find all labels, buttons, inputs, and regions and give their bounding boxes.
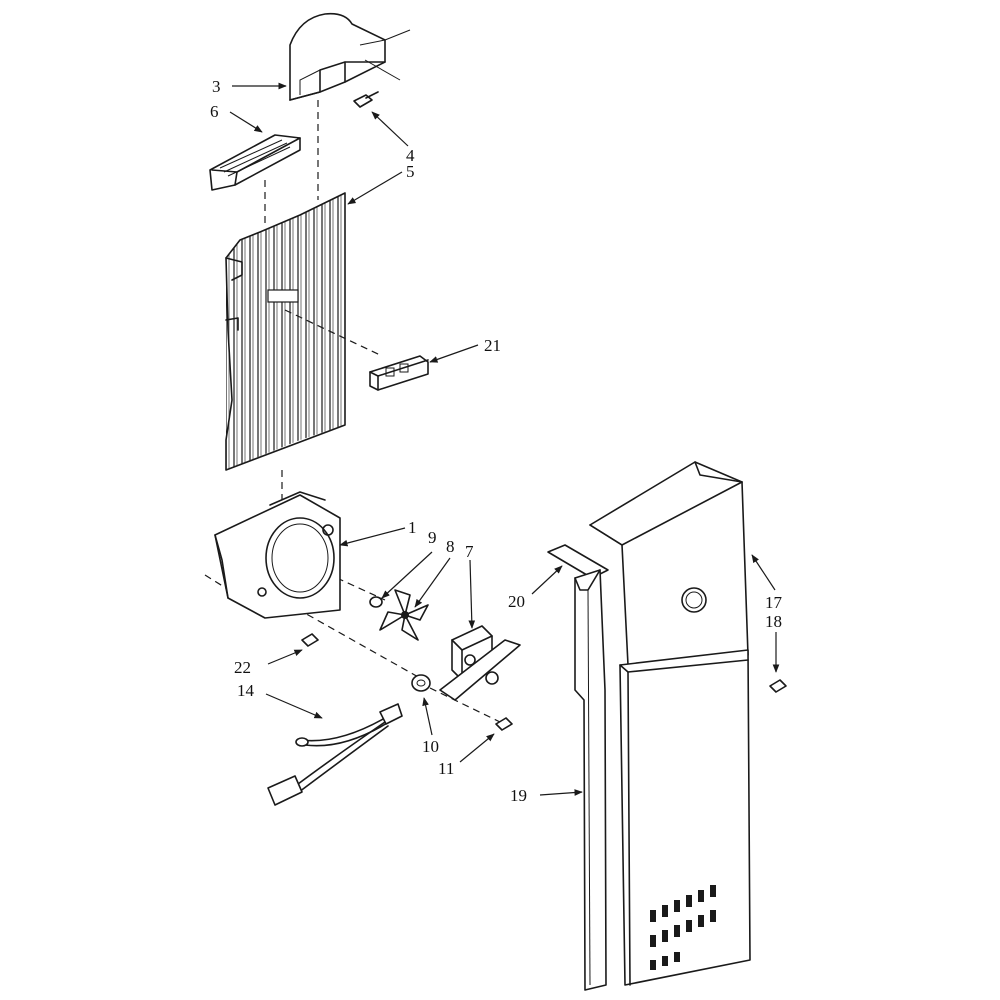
callout-19: 19 [510,786,527,805]
callout-11: 11 [438,759,454,778]
callout-6: 6 [210,102,219,121]
callout-17: 17 [765,593,783,612]
screw-part-4 [353,91,379,108]
fan-shroud-part [214,491,341,619]
callout-22: 22 [234,658,251,677]
screw-part-22 [301,633,319,647]
evaporator-cover-part [225,192,346,471]
liner-panel-part [589,461,751,986]
callout-21: 21 [484,336,501,355]
callout-9: 9 [428,528,437,547]
callout-8: 8 [446,537,455,556]
callout-1: 1 [408,518,417,537]
screw-part-18 [769,679,787,693]
spacer-part-9 [369,596,383,608]
callout-20: 20 [508,592,525,611]
callout-18: 18 [765,612,782,631]
callout-4: 4 [406,146,415,165]
fan-motor-part [439,625,521,701]
screw-part-11 [495,717,513,731]
fan-blade-part [379,589,429,641]
callout-14: 14 [237,681,255,700]
channel-part [574,569,607,991]
vent-slots [650,885,716,970]
leader-lines [229,82,780,796]
callout-7: 7 [465,542,474,561]
callout-labels: 3 6 4 5 21 1 9 8 7 20 17 18 22 14 10 11 … [210,77,783,805]
grommet-part [411,674,431,692]
callout-5: 5 [406,162,415,181]
air-duct-part [289,12,411,101]
callout-10: 10 [422,737,439,756]
seal-strip-part [547,544,609,579]
wire-harness-part [267,703,403,806]
callout-3: 3 [212,77,221,96]
thermostat-part [369,355,429,391]
grille-part [209,134,301,191]
